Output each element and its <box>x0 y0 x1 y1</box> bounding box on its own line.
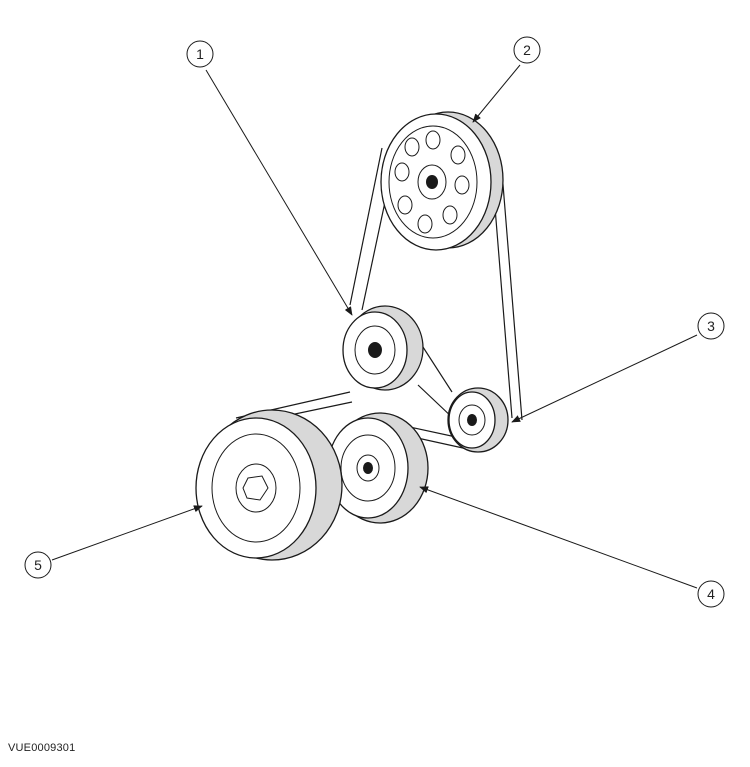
svg-text:1: 1 <box>196 46 204 62</box>
callout-1: 1 <box>186 40 214 68</box>
idler-pulley-1 <box>342 305 424 391</box>
leader-line-4 <box>419 486 698 589</box>
crankshaft-pulley-2 <box>380 111 504 251</box>
tensioner-pulley-3 <box>447 387 509 453</box>
leader-lines <box>51 64 698 589</box>
svg-text:4: 4 <box>707 586 715 602</box>
callout-3: 3 <box>697 312 725 340</box>
callout-4: 4 <box>697 580 725 608</box>
svg-text:3: 3 <box>707 318 715 334</box>
leader-line-2 <box>472 64 521 123</box>
pulley-lightening-holes <box>394 130 470 234</box>
alternator-pulley-4 <box>327 412 429 524</box>
callout-2: 2 <box>513 36 541 64</box>
figure-id-label: VUE0009301 <box>8 742 76 754</box>
svg-text:2: 2 <box>523 42 531 58</box>
leader-line-3 <box>511 334 698 423</box>
svg-text:5: 5 <box>34 557 42 573</box>
leader-line-1 <box>205 69 353 316</box>
leader-line-5 <box>51 505 203 561</box>
crankshaft-pulley-5 <box>195 409 343 561</box>
callout-5: 5 <box>24 551 52 579</box>
